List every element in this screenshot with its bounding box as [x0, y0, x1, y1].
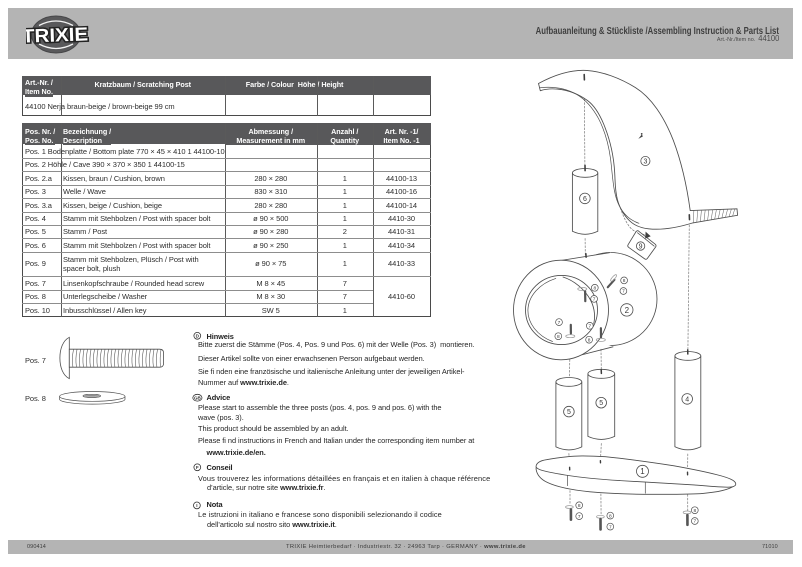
svg-text:7: 7 — [593, 297, 596, 303]
svg-text:8: 8 — [693, 508, 696, 514]
svg-text:7: 7 — [609, 524, 612, 530]
svg-text:8: 8 — [578, 503, 581, 509]
svg-text:7: 7 — [558, 320, 561, 326]
svg-text:3: 3 — [643, 159, 647, 166]
svg-text:4: 4 — [685, 396, 689, 403]
svg-text:9: 9 — [639, 244, 643, 251]
svg-text:5: 5 — [567, 409, 571, 416]
svg-text:GB: GB — [194, 395, 202, 400]
svg-text:D: D — [196, 334, 200, 339]
svg-text:8: 8 — [593, 286, 596, 292]
svg-text:F: F — [196, 465, 199, 470]
svg-text:8: 8 — [623, 278, 626, 284]
svg-text:7: 7 — [588, 324, 591, 330]
svg-text:I: I — [196, 503, 197, 508]
svg-text:5: 5 — [599, 400, 603, 407]
svg-text:2: 2 — [625, 306, 630, 315]
svg-text:6: 6 — [583, 196, 587, 203]
svg-text:TRIXIE: TRIXIE — [26, 24, 88, 47]
svg-text:7: 7 — [622, 289, 625, 295]
svg-text:1: 1 — [640, 467, 645, 476]
svg-text:7: 7 — [693, 519, 696, 525]
svg-text:7: 7 — [578, 514, 581, 520]
svg-text:8: 8 — [557, 334, 560, 340]
svg-text:8: 8 — [609, 513, 612, 519]
svg-text:8: 8 — [588, 337, 591, 343]
